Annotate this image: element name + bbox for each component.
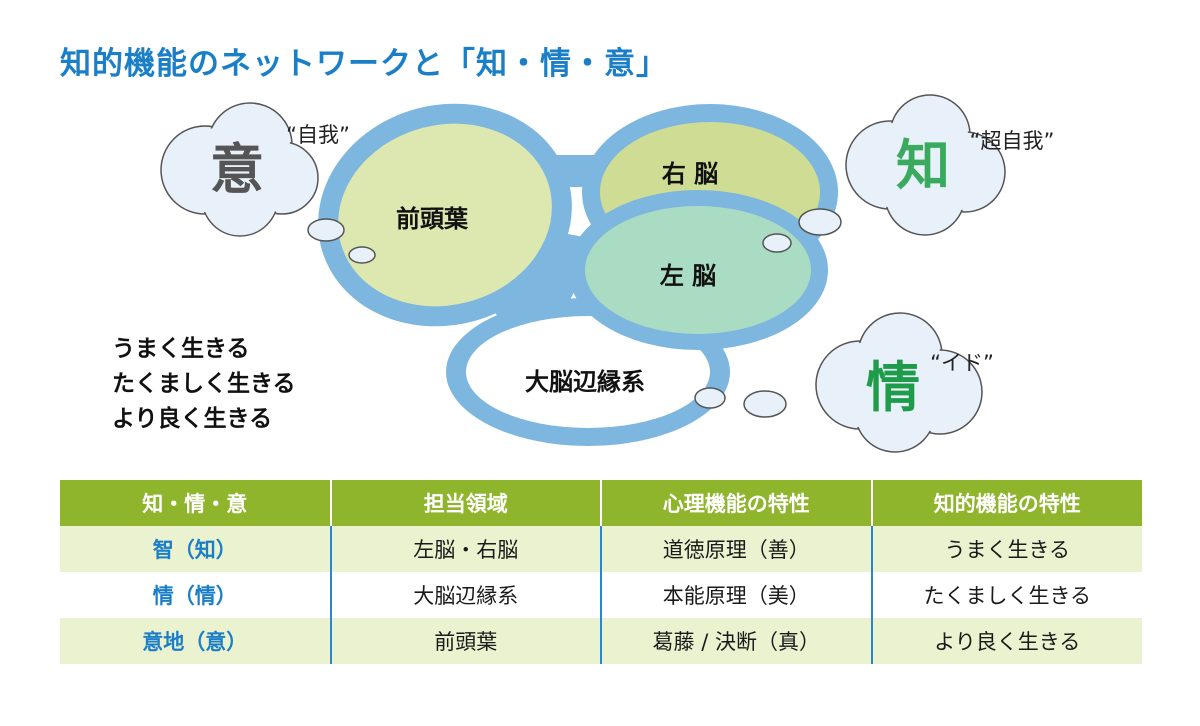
cloud-label-i: “自我” [286,123,350,147]
cloud-label-chi: “超自我” [970,129,1055,153]
table-row: 智（知） 左脳・右脳 道徳原理（善） うまく生きる [60,526,1142,572]
motto-list: うまく生きる たくましく生きる より良く生きる [112,332,296,437]
cloud-bubble [798,208,842,236]
table-row: 情（情） 大脳辺縁系 本能原理（美） たくましく生きる [60,572,1142,618]
motto-item: より良く生きる [112,406,273,432]
motto-item: うまく生きる [112,336,250,362]
table-cell: 本能原理（美） [600,572,872,618]
frontal-lobe-label: 前頭葉 [396,205,469,233]
right-brain-label: 右 脳 [662,160,718,188]
cloud-char-chi: 知 [896,134,950,197]
cloud-bubble [743,390,787,418]
brain-network-diagram: 前頭葉 右 脳 左 脳 大脳辺縁系 意 “自我” 知 “超自我” [160,94,1055,453]
limbic-system-label: 大脳辺縁系 [525,368,645,396]
frontal-lobe-region [338,123,552,307]
correspondence-table: 知・情・意 担当領域 心理機能の特性 知的機能の特性 智（知） 左脳・右脳 道徳… [60,480,1142,664]
table-cell: 智（知） [60,526,331,572]
left-brain-label: 左 脳 [660,262,716,290]
cloud-char-i: 意 [210,138,264,201]
table-header-row: 知・情・意 担当領域 心理機能の特性 知的機能の特性 [60,480,1142,526]
column-header: 知・情・意 [60,480,331,526]
cloud-bubble [348,246,376,264]
cloud-char-jo: 情 [866,356,920,419]
column-header: 担当領域 [329,480,601,526]
cloud-bubble [762,233,792,253]
table-row: 意地（意） 前頭葉 葛藤 / 決断（真） より良く生きる [60,618,1142,664]
page-title: 知的機能のネットワークと「知・情・意」 [60,46,668,82]
table-cell: より良く生きる [870,618,1142,664]
left-brain-region [585,206,811,334]
table-cell: 道徳原理（善） [600,526,872,572]
motto-item: たくましく生きる [112,371,296,397]
table-cell: 左脳・右脳 [329,526,601,572]
table-cell: たくましく生きる [870,572,1142,618]
table-cell: 意地（意） [60,618,331,664]
table-cell: 情（情） [60,572,331,618]
cloud-label-jo: “イド” [930,351,994,375]
cloud-bubble [694,387,726,409]
cloud-bubble [307,218,345,242]
table-cell: 葛藤 / 決断（真） [600,618,872,664]
column-header: 心理機能の特性 [600,480,872,526]
column-header: 知的機能の特性 [870,480,1142,526]
table-cell: うまく生きる [870,526,1142,572]
table-cell: 大脳辺縁系 [329,572,601,618]
table-cell: 前頭葉 [329,618,601,664]
